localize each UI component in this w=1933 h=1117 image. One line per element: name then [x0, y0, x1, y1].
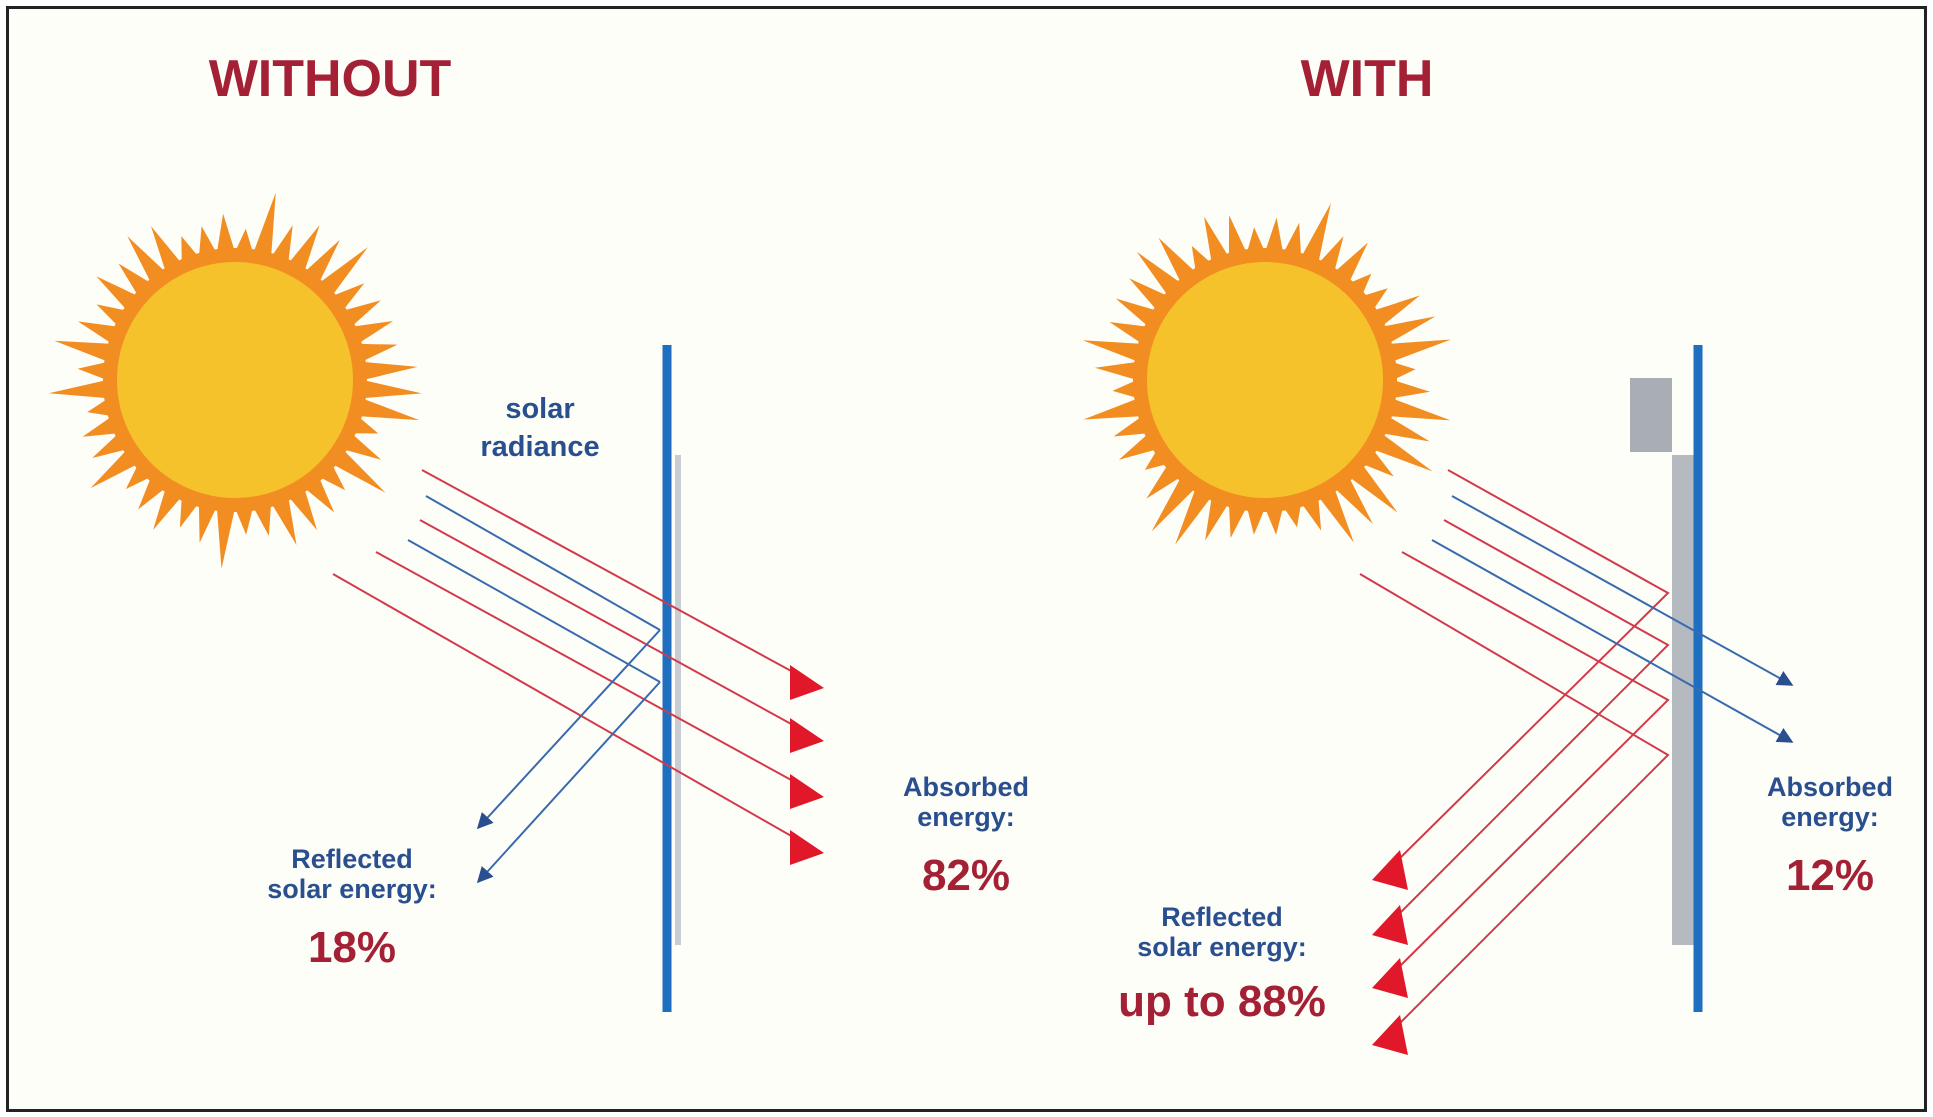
incident-ray [425, 495, 661, 631]
transmitted-ray [332, 573, 794, 838]
arrowhead-icon [790, 718, 824, 753]
absorbed-percent: 82% [922, 851, 1010, 900]
arrowhead-icon [1372, 905, 1408, 945]
reflected-ray [476, 681, 661, 884]
sun-icon [48, 192, 422, 569]
arrowhead-icon [790, 665, 824, 700]
reflected-ray [476, 629, 661, 830]
incident-ray [407, 539, 661, 683]
reflected-percent: up to 88% [1118, 977, 1326, 1026]
reflected-ray [1397, 551, 1670, 969]
arrowhead-icon [1372, 958, 1408, 998]
arrowhead-icon [790, 774, 824, 809]
reflected-label-line1: Reflected [1161, 902, 1283, 932]
panel-with: WITH Reflected solar energy: up to 88% A… [1082, 50, 1893, 1055]
reflected-ray [1397, 469, 1670, 861]
panel-title-without: WITHOUT [209, 50, 452, 108]
film-bracket [1630, 378, 1672, 452]
absorbed-percent: 12% [1786, 851, 1874, 900]
reflected-label-line2: solar energy: [267, 874, 437, 904]
reflected-ray [1397, 519, 1670, 916]
transmitted-ray [1451, 495, 1794, 686]
arrowhead-icon [1372, 1015, 1408, 1055]
absorbed-label-line2: energy: [1781, 802, 1879, 832]
transmitted-ray [375, 551, 794, 782]
panel-title-with: WITH [1301, 50, 1434, 108]
solar-radiance-label-line2: radiance [480, 431, 599, 463]
panel-without: WITHOUT solar radiance Reflected solar e… [48, 50, 1029, 1012]
transmitted-ray [421, 469, 794, 673]
absorbed-label-line1: Absorbed [1767, 772, 1893, 802]
sun-icon [1082, 203, 1451, 545]
solar-radiance-label-line1: solar [505, 393, 574, 425]
reflected-label-line1: Reflected [291, 844, 413, 874]
arrowhead-icon [1372, 850, 1408, 890]
absorbed-label-line1: Absorbed [903, 772, 1029, 802]
absorbed-label-line2: energy: [917, 802, 1015, 832]
reflected-ray [1359, 573, 1670, 1026]
reflected-label-line2: solar energy: [1137, 932, 1307, 962]
arrowhead-icon [790, 830, 824, 865]
transmitted-ray [419, 519, 794, 726]
reflected-percent: 18% [308, 923, 396, 972]
transmitted-ray [1431, 539, 1794, 743]
